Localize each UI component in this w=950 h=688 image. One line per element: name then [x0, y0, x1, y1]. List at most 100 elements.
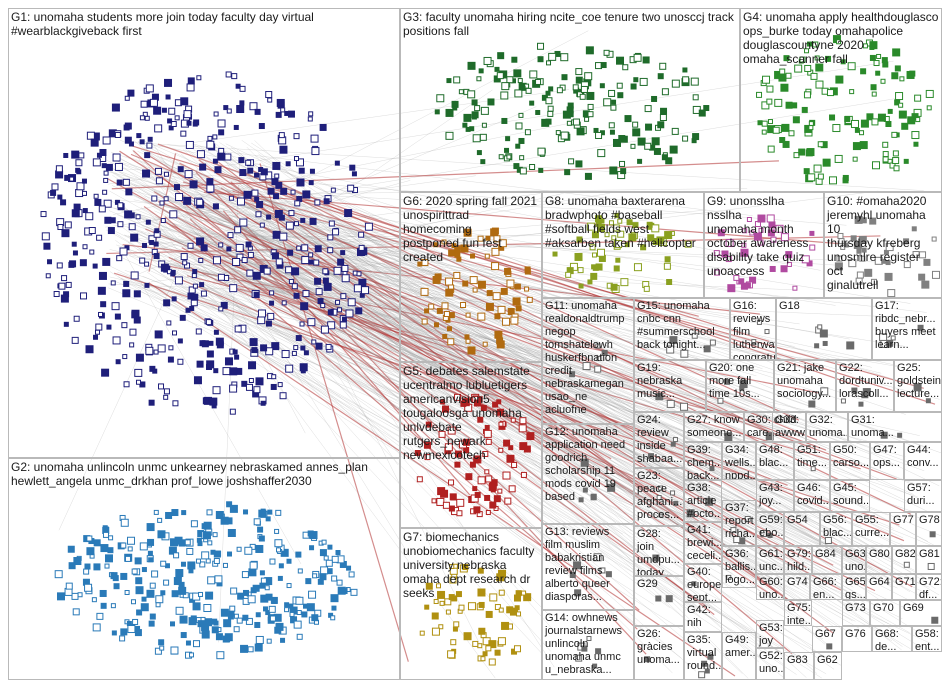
group-label: G14: owhnews journalstarnews unlincoln u… [545, 612, 631, 677]
group-label: G63: uno... [845, 548, 863, 574]
group-panel-g31: G31: unoma... [848, 412, 942, 442]
group-panel-g75: G75: inte... [784, 600, 812, 626]
group-label: G61: unc... [759, 548, 781, 574]
group-label: G15: unomaha cnbc cnn #summerschool back… [637, 300, 727, 352]
group-panel-g5: G5: debates salemstate ucentralmo lublue… [400, 362, 542, 528]
group-label: G53: joy [759, 622, 781, 648]
group-label: G73 [845, 602, 867, 615]
group-panel-g6: G6: 2020 spring fall 2021 unospirittrad … [400, 192, 542, 362]
group-label: G11: unomaha realdonaldtrump negop tomsh… [545, 300, 631, 417]
group-panel-g46: G46: covid... [794, 480, 830, 512]
group-label: G38: article #octo... [687, 482, 719, 521]
group-panel-g38: G38: article #octo... [684, 480, 722, 522]
group-panel-g84: G84 [812, 546, 842, 574]
group-label: G54 [787, 514, 817, 527]
group-panel-g25: G25: goldstein lecture... [894, 360, 942, 412]
group-label: G65: gs... [845, 576, 863, 600]
group-panel-g23: G23: peace afghani... proces... [634, 468, 684, 526]
group-panel-g36: G36: ballis... logo... [722, 546, 756, 588]
group-label: G33: awwwi... [775, 414, 803, 440]
group-label: G75: inte... [787, 602, 809, 626]
group-label: G66: en... [813, 576, 839, 600]
group-panel-g2: G2: unomaha unlincoln unmc unkearney neb… [8, 458, 400, 680]
group-label: G3: faculty unomaha hiring ncite_coe ten… [403, 10, 737, 38]
group-label: G47: ops... [873, 444, 901, 470]
group-label: G77 [893, 514, 913, 527]
group-panel-g83: G83 [784, 652, 814, 680]
group-panel-g29: G29 [634, 576, 684, 626]
group-panel-g49: G49: amer... [722, 632, 756, 680]
group-label: G17: ribdc_nebr... buyers meet learn... [875, 300, 939, 352]
group-label: G12: unomaha application need goodrich s… [545, 426, 631, 504]
group-label: G76 [845, 628, 869, 641]
group-panel-g17: G17: ribdc_nebr... buyers meet learn... [872, 298, 942, 360]
group-panel-g48: G48: blac... [756, 442, 794, 480]
group-panel-g14: G14: owhnews journalstarnews unlincoln u… [542, 610, 634, 680]
group-panel-g18: G18 [776, 298, 872, 360]
group-panel-g11: G11: unomaha realdonaldtrump negop tomsh… [542, 298, 634, 424]
group-panel-g63: G63: uno... [842, 546, 866, 574]
group-panel-g24: G24: review inside shabaa... [634, 412, 684, 468]
group-label: G37: report richa... [725, 502, 753, 541]
group-label: G19: nebraska music... [637, 362, 703, 401]
group-label: G64 [869, 576, 889, 589]
group-label: G6: 2020 spring fall 2021 unospirittrad … [403, 194, 539, 264]
group-label: G8: unomaha baxterarena bradwphoto #base… [545, 194, 701, 250]
group-panel-g71: G71 [892, 574, 916, 600]
group-label: G24: review inside shabaa... [637, 414, 681, 466]
group-panel-g4: G4: unomaha apply healthdouglasco ops_bu… [740, 8, 942, 192]
group-panel-g65: G65: gs... [842, 574, 866, 600]
group-label: G57: duri... [907, 482, 939, 508]
group-panel-g59: G59: ebo... [756, 512, 784, 546]
group-label: G23: peace afghani... proces... [637, 470, 681, 522]
group-panel-g60: G60: uno... [756, 574, 784, 600]
group-label: G32: unoma... [809, 414, 845, 440]
group-label: G48: blac... [759, 444, 791, 470]
group-panel-g8: G8: unomaha baxterarena bradwphoto #base… [542, 192, 704, 298]
group-label: G35: virtual round... [687, 634, 719, 673]
group-label: G26: gràcies unoma... [637, 628, 681, 667]
group-label: G58: ent... [915, 628, 939, 652]
group-label: G27: know someone... [687, 414, 741, 440]
group-panel-g15: G15: unomaha cnbc cnn #summerschool back… [634, 298, 730, 360]
group-label: G43: joy... [759, 482, 791, 508]
group-label: G42: nih uno... [687, 604, 719, 632]
group-label: G67 [815, 628, 839, 641]
group-label: G9: unonsslha nsslha unomaha month octob… [707, 194, 821, 278]
group-label: G13: reviews film muslim babakristian re… [545, 526, 631, 604]
group-panel-g21: G21: jake unomaha sociology... [774, 360, 836, 412]
group-panel-g27: G27: know someone... [684, 412, 744, 442]
group-panel-g39: G39: chem... back... [684, 442, 722, 480]
group-panel-g70: G70 [870, 600, 900, 626]
group-panel-g61: G61: unc... [756, 546, 784, 574]
group-label: G39: chem... back... [687, 444, 719, 480]
group-label: G71 [895, 576, 913, 589]
group-panel-g10: G10: #omaha2020 jeremyhl unomaha 10 thur… [824, 192, 942, 298]
group-label: G44: conv... [907, 444, 939, 470]
group-label: G55: curre... [855, 514, 887, 540]
group-label: G69 [903, 602, 939, 615]
group-panel-g58: G58: ent... [912, 626, 942, 652]
group-label: G31: unoma... [851, 414, 939, 440]
group-label: G41: brewi... ceceli... [687, 524, 719, 563]
group-panel-g77: G77 [890, 512, 916, 546]
group-label: G70 [873, 602, 897, 615]
group-label: G72: df... [919, 576, 939, 600]
group-panel-g34: G34: wells... nppd... [722, 442, 756, 480]
group-label: G78 [919, 514, 939, 527]
group-label: G5: debates salemstate ucentralmo lublue… [403, 364, 539, 462]
group-panel-g42: G42: nih uno... [684, 602, 722, 632]
group-label: G74 [787, 576, 807, 589]
group-panel-g64: G64 [866, 574, 892, 600]
group-label: G46: covid... [797, 482, 827, 508]
group-panel-g50: G50: carso... [830, 442, 870, 480]
group-panel-g20: G20: one more fall time 10s... [706, 360, 774, 412]
group-panel-g26: G26: gràcies unoma... [634, 626, 684, 680]
group-label: G45: sound... [833, 482, 867, 508]
group-panel-g78: G78 [916, 512, 942, 546]
group-panel-g62: G62 [814, 652, 842, 680]
group-label: G80 [869, 548, 889, 561]
group-panel-g57: G57: duri... [904, 480, 942, 512]
group-label: G1: unomaha students more join today fac… [11, 10, 397, 38]
group-panel-g47: G47: ops... [870, 442, 904, 480]
